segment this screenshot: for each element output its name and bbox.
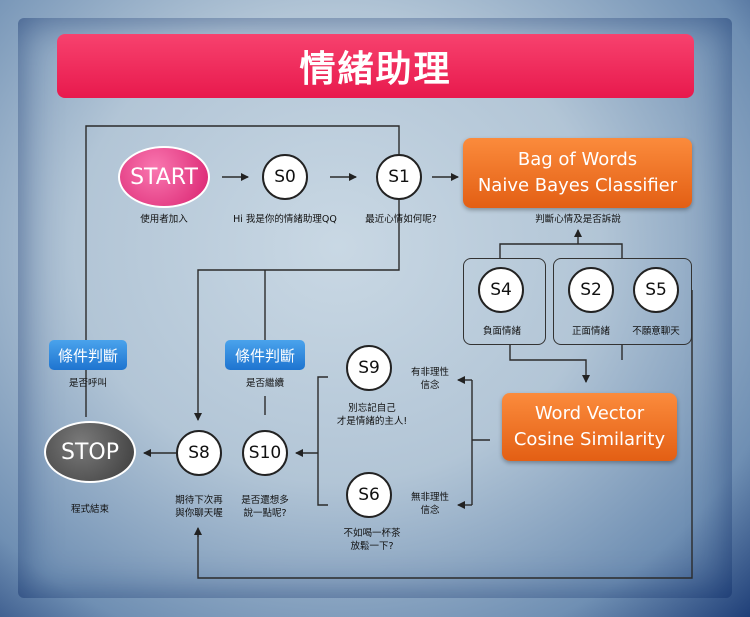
condition-left-label: 是否呼叫 [68,378,107,389]
state-s4: S4 [478,267,524,313]
s8-label: 期待下次再 與你聊天喔 [166,494,232,520]
start-label: 使用者加入 [140,214,188,225]
start-node: START [118,146,210,208]
s2-label: 正面情緒 [571,326,610,337]
s6-right-label: 無非理性 信念 [402,491,458,517]
state-s1: S1 [376,154,422,200]
condition-mid-label: 是否繼續 [245,378,284,389]
state-s5: S5 [633,267,679,313]
s9-right-line1: 有非理性 [410,367,449,378]
s0-label: Hi 我是你的情緒助理QQ [233,214,337,225]
positive-group [553,258,692,345]
s5-label: 不願意聊天 [632,326,680,337]
state-s8: S8 [176,430,222,476]
s9-below-line2: 才是情緒的主人! [336,416,408,427]
s6-right-line1: 無非理性 [410,492,449,503]
s1-label: 最近心情如何呢? [365,214,437,225]
classifier-line1: Bag of Words [517,149,638,170]
stop-node: STOP [44,421,136,483]
s6-below-line2: 放鬆一下? [350,541,394,552]
s9-right-label: 有非理性 信念 [402,366,458,392]
s9-right-line2: 信念 [420,380,440,391]
word-vector-line1: Word Vector [534,403,645,424]
s6-below-label: 不如喝一杯茶 放鬆一下? [330,527,414,553]
condition-left: 條件判斷 [49,340,127,370]
s6-below-line1: 不如喝一杯茶 [343,528,401,539]
state-s10: S10 [242,430,288,476]
classifier-label: 判斷心情及是否訴說 [535,214,621,225]
word-vector-line2: Cosine Similarity [513,429,666,450]
classifier-line2: Naive Bayes Classifier [477,175,678,196]
word-vector-box: Word Vector Cosine Similarity [502,393,677,461]
s6-right-line2: 信念 [420,505,440,516]
s4-label: 負面情緒 [482,326,521,337]
s8-label-line1: 期待下次再 [175,495,223,506]
s10-label: 是否還想多 說一點呢? [232,494,298,520]
state-s6: S6 [346,472,392,518]
s9-below-label: 別忘記自己 才是情緒的主人! [330,402,414,428]
s8-label-line2: 與你聊天喔 [175,508,223,519]
s10-label-line1: 是否還想多 [241,495,289,506]
state-s9: S9 [346,345,392,391]
state-s0: S0 [262,154,308,200]
state-s2: S2 [568,267,614,313]
stop-label: 程式結束 [70,504,109,515]
classifier-box: Bag of Words Naive Bayes Classifier [463,138,692,208]
negative-group [463,258,546,345]
page-title: 情緒助理 [57,34,694,98]
s10-label-line2: 說一點呢? [243,508,287,519]
s9-below-line1: 別忘記自己 [348,403,396,414]
condition-mid: 條件判斷 [225,340,305,370]
